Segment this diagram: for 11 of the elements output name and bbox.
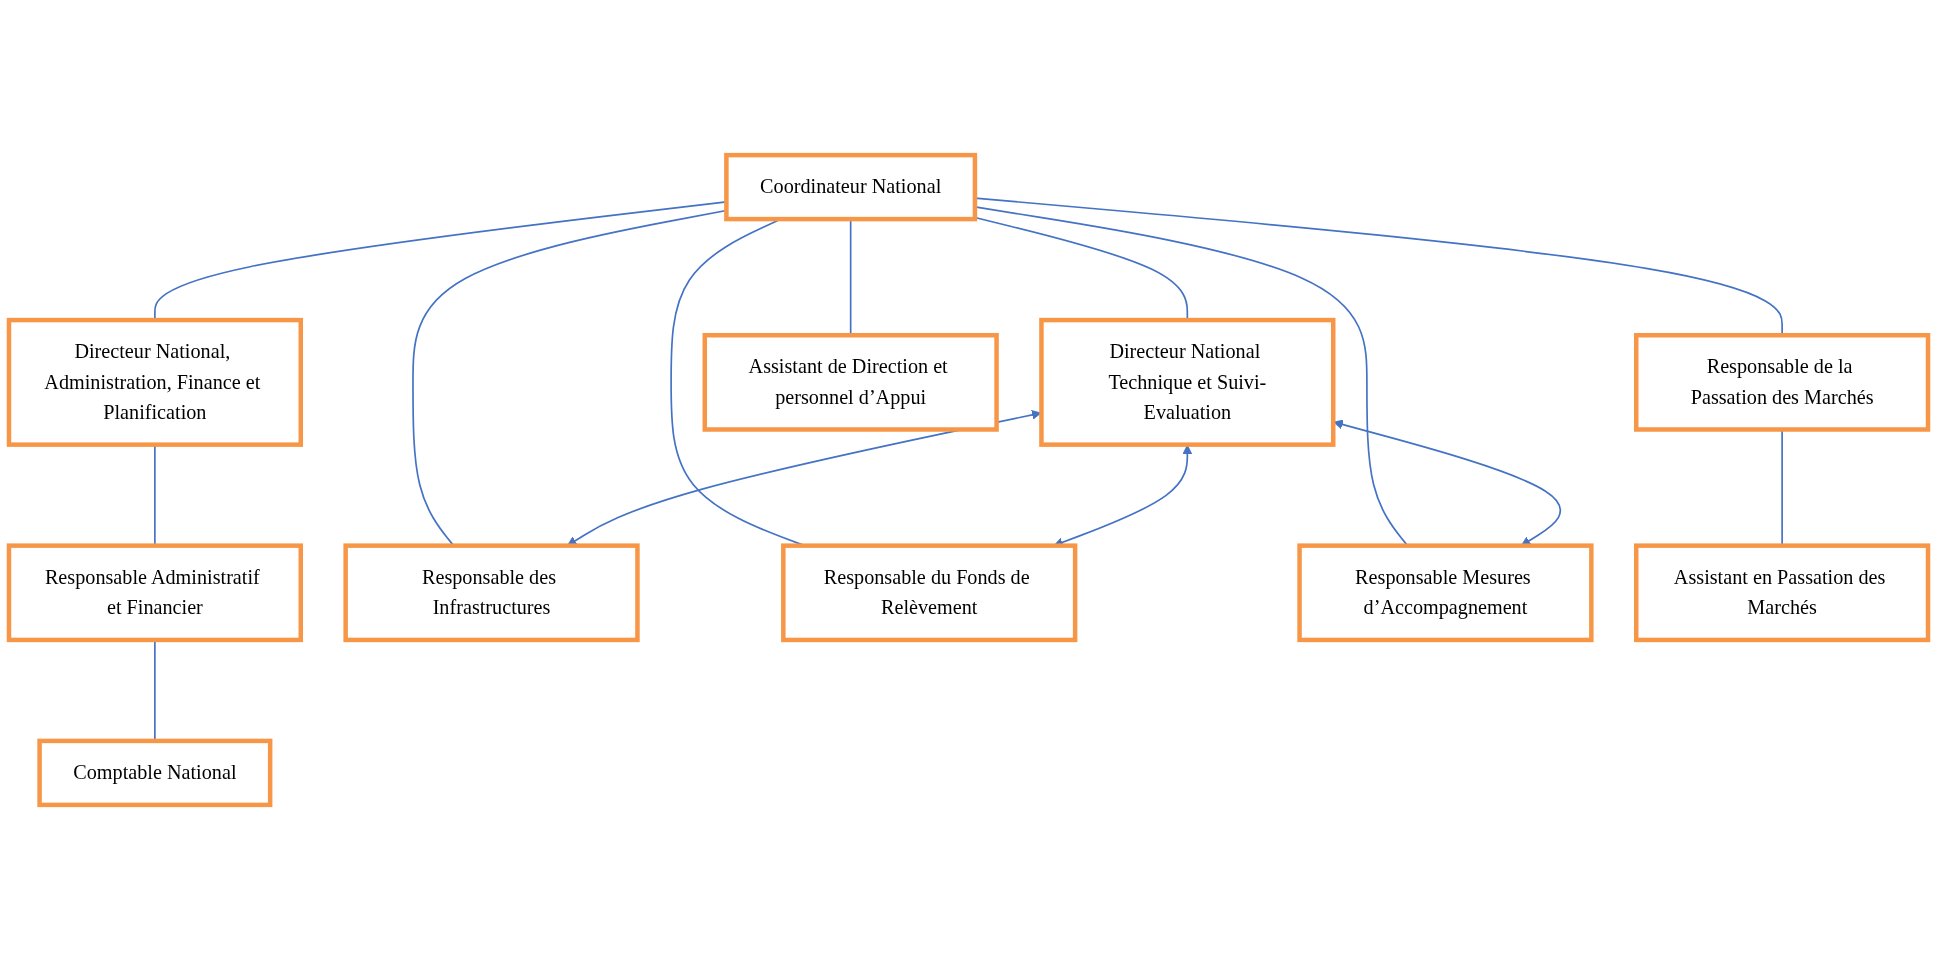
node-box: Responsable des Infrastructures [343,543,640,643]
node-box: Responsable Mesures d’Accompagnement [1297,543,1594,643]
node-box: Assistant de Direction et personnel d’Appui [702,333,999,432]
node-box: Assistant en Passation des Marchés [1634,543,1931,643]
node-box: Responsable de la Passation des Marchés [1634,333,1931,432]
node-box: Responsable du Fonds de Relèvement [781,543,1078,643]
node-box: Coordinateur National [724,152,978,222]
node-box: Directeur National, Administration, Finance et Planification [6,317,303,447]
node-box: Directeur National Technique et Suivi-Evaluation [1039,317,1336,447]
node-box: Responsable Administratif et Financier [6,543,303,643]
node-box: Comptable National [37,738,273,808]
